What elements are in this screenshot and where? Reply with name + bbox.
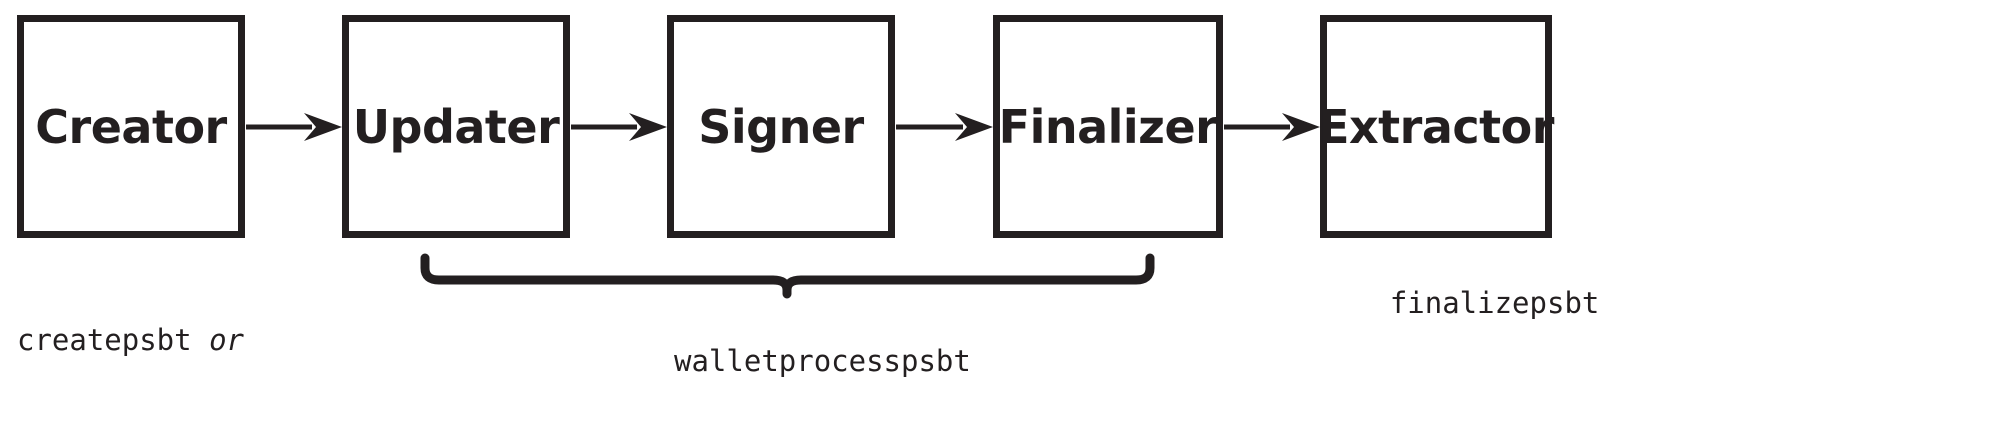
stage-label-signer: Signer [698, 99, 864, 154]
caption-creator-conjunction: or [209, 323, 244, 358]
arrow-signer-to-finalizer [896, 107, 993, 147]
caption-creator-line1: createpsbt or [17, 322, 244, 359]
arrow-creator-to-updater [246, 107, 342, 147]
caption-walletprocesspsbt: walletprocesspsbt [420, 306, 1155, 417]
caption-creator: createpsbt or converttopsbt [17, 248, 244, 429]
stage-label-finalizer: Finalizer [998, 99, 1218, 154]
stage-box-creator[interactable]: Creator [17, 15, 245, 238]
arrow-finalizer-to-extractor [1224, 107, 1320, 147]
caption-creator-command-createpsbt: createpsbt [17, 323, 192, 358]
stage-label-updater: Updater [352, 99, 560, 154]
caption-extractor: finalizepsbt [1320, 248, 1600, 359]
walletprocesspsbt-brace [420, 253, 1155, 299]
stage-box-signer[interactable]: Signer [667, 15, 895, 238]
stage-box-updater[interactable]: Updater [342, 15, 570, 238]
caption-extractor-command: finalizepsbt [1389, 286, 1600, 321]
arrow-updater-to-signer [571, 107, 667, 147]
stage-box-finalizer[interactable]: Finalizer [993, 15, 1223, 238]
caption-walletprocesspsbt-command: walletprocesspsbt [674, 344, 971, 379]
stage-label-creator: Creator [35, 99, 227, 154]
stage-box-extractor[interactable]: Extractor [1318, 15, 1554, 238]
stage-label-extractor: Extractor [1318, 99, 1554, 154]
